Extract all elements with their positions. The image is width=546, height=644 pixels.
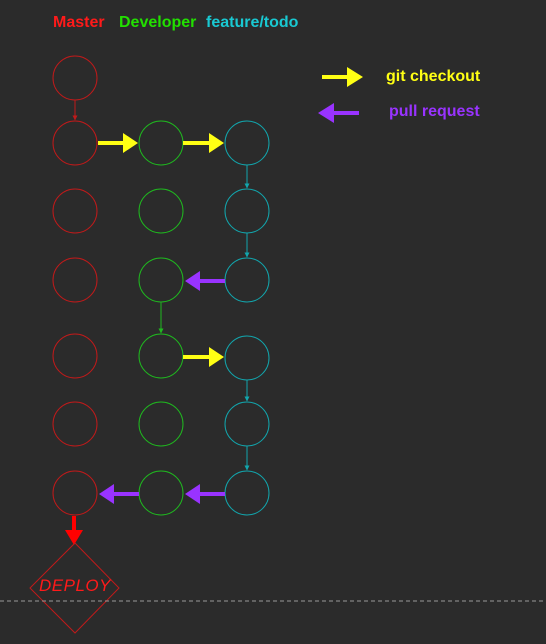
developer-commit-6	[138, 470, 184, 516]
deploy-arrow	[65, 516, 83, 545]
pull-request-arrow-developer-to-master	[99, 484, 139, 504]
checkout-arrow-developer-to-feature-2	[183, 347, 224, 367]
master-commit-2	[52, 120, 98, 166]
branch-label-feature: feature/todo	[206, 14, 299, 31]
developer-commit-3	[138, 257, 184, 303]
master-commit-5	[52, 333, 98, 379]
deploy-diamond	[29, 542, 120, 634]
pull-request-arrow-feature-to-developer	[185, 271, 225, 291]
master-commit-3	[52, 188, 98, 234]
feature-commit-5	[224, 401, 270, 447]
legend-pull-request-arrow	[318, 103, 359, 123]
checkout-arrow-developer-to-feature	[183, 133, 224, 153]
checkout-arrow-master-to-developer	[98, 133, 138, 153]
legend-checkout-label: git checkout	[386, 68, 481, 85]
legend-checkout-arrow	[322, 67, 363, 87]
feature-commit-6	[224, 470, 270, 516]
branch-label-master: Master	[53, 14, 105, 31]
developer-commit-5	[138, 401, 184, 447]
feature-commit-4	[224, 335, 270, 381]
feature-commit-1	[224, 120, 270, 166]
pull-request-arrow-feature-to-developer-2	[185, 484, 225, 504]
master-commit-7	[52, 470, 98, 516]
legend-pull-request-label: pull request	[389, 103, 480, 120]
master-commit-1	[52, 55, 98, 101]
feature-commit-2	[224, 188, 270, 234]
master-commit-4	[52, 257, 98, 303]
developer-commit-1	[138, 120, 184, 166]
master-commit-6	[52, 401, 98, 447]
feature-commit-3	[224, 257, 270, 303]
branch-label-developer: Developer	[119, 14, 197, 31]
developer-commit-4	[138, 333, 184, 379]
developer-commit-2	[138, 188, 184, 234]
deploy-label: DEPLOY	[39, 576, 111, 595]
